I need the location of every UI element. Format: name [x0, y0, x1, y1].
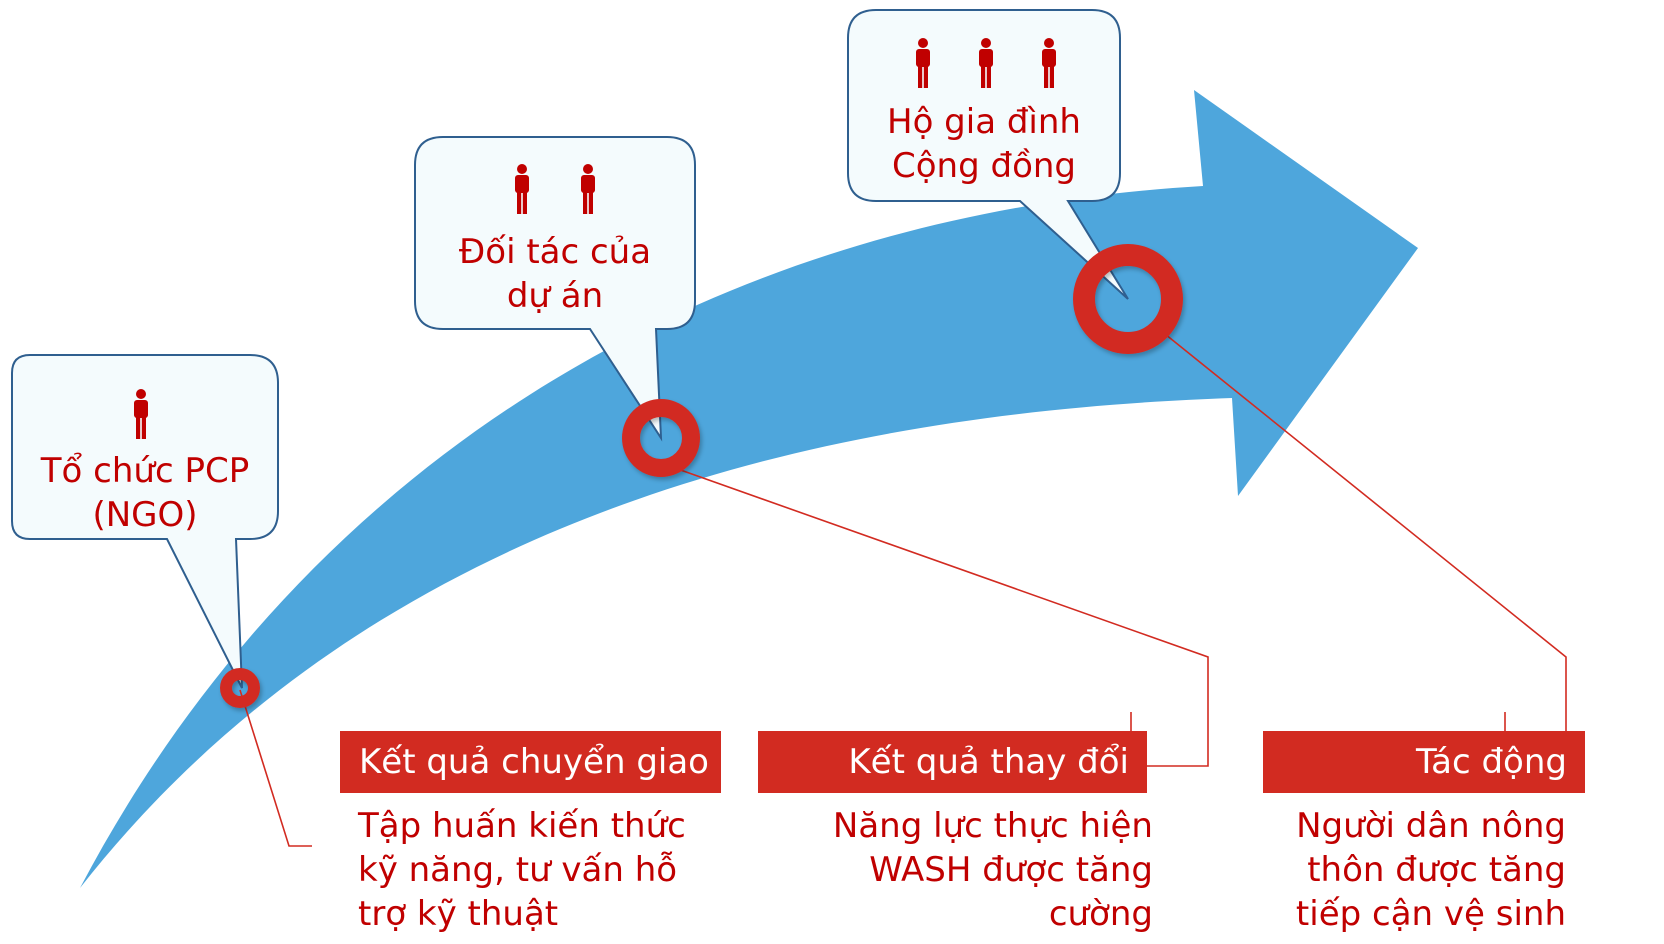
stage-description-line: kỹ năng, tư vấn hỗ	[358, 850, 678, 890]
connector-line-2	[657, 461, 1209, 767]
stage-header-3: Tác động	[1263, 731, 1585, 793]
stage-header-1: Kết quả chuyển giao	[340, 731, 721, 793]
stage-header-2: Kết quả thay đổi	[758, 731, 1147, 793]
callout-line: Tổ chức PCP	[40, 451, 250, 491]
stage-description-1: Tập huấn kiến thức kỹ năng, tư vấn hỗ tr…	[358, 804, 686, 936]
callout-bubble-1	[11, 354, 279, 689]
callout-line: (NGO)	[92, 495, 198, 535]
milestone-ring-1	[220, 668, 260, 708]
stage-description-line: thôn được tăng	[1307, 850, 1566, 890]
connector-line-1	[239, 689, 312, 847]
callout-text-2: Đối tác của dự án	[420, 230, 690, 318]
callout-line: Hộ gia đình	[887, 102, 1081, 142]
milestone-ring-3	[1073, 244, 1183, 354]
callout-line: dự án	[506, 276, 604, 316]
callout-text-3: Hộ gia đình Cộng đồng	[854, 100, 1114, 188]
stage-description-line: cường	[1048, 894, 1153, 934]
stage-description-line: Năng lực thực hiện	[832, 806, 1153, 846]
progress-arrow	[80, 90, 1418, 888]
stage-description-line: Tập huấn kiến thức	[358, 806, 686, 846]
callout-bubble-2	[414, 136, 696, 442]
stage-description-3: Người dân nông thôn được tăng tiếp cận v…	[1250, 804, 1566, 936]
stage-description-line: Người dân nông	[1296, 806, 1566, 846]
callout-line: Đối tác của	[458, 232, 652, 272]
callout-line: Cộng đồng	[892, 146, 1076, 186]
stage-description-line: WASH được tăng	[869, 850, 1153, 890]
stage-description-line: tiếp cận vệ sinh	[1295, 894, 1566, 934]
milestone-ring-2	[622, 399, 700, 477]
stage-description-2: Năng lực thực hiện WASH được tăng cường	[810, 804, 1153, 936]
stage-description-line: trợ kỹ thuật	[358, 894, 559, 934]
callout-text-1: Tổ chức PCP (NGO)	[20, 449, 270, 537]
